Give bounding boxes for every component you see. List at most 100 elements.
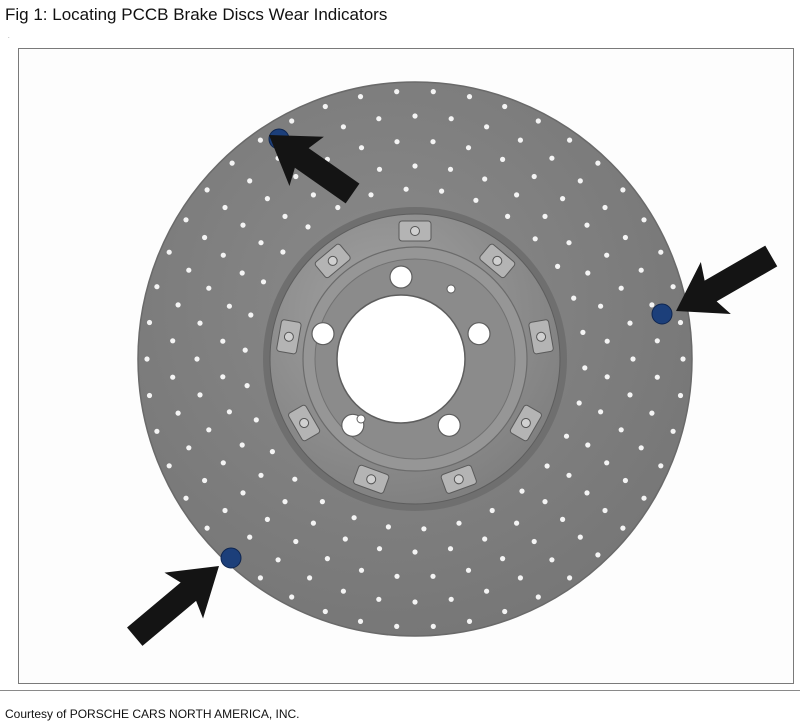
drill-hole (670, 284, 676, 290)
drill-hole (258, 472, 264, 478)
drill-hole (166, 249, 172, 255)
drill-hole (571, 295, 577, 301)
drill-hole (604, 338, 610, 344)
drill-hole (484, 588, 490, 594)
drill-hole (166, 463, 172, 469)
drill-hole (502, 103, 508, 110)
drill-hole (482, 536, 488, 542)
drill-hole (585, 442, 591, 448)
drill-hole (595, 160, 601, 166)
drill-hole (517, 575, 523, 581)
drill-hole (197, 392, 203, 398)
hub-clip (314, 243, 351, 279)
drill-hole (680, 356, 686, 362)
drill-hole (146, 392, 153, 399)
wear-indicator-right (651, 303, 673, 325)
drill-hole (247, 534, 253, 540)
drill-hole (197, 320, 203, 326)
drill-hole (202, 234, 208, 241)
hub-clips (276, 220, 554, 494)
drill-hole (412, 163, 418, 169)
drill-hole (269, 449, 275, 455)
drill-hole (448, 116, 454, 122)
drill-hole (484, 124, 490, 130)
drill-holes (144, 89, 686, 630)
drill-hole (357, 618, 364, 625)
drill-hole (293, 173, 299, 180)
drill-hole (204, 525, 210, 531)
drill-hole (289, 594, 295, 600)
drill-hole (310, 520, 316, 526)
drill-hole (627, 392, 633, 398)
drill-hole (310, 192, 316, 198)
drill-hole (465, 567, 472, 573)
drill-hole (239, 270, 245, 276)
wear-indicator-bottom (220, 547, 242, 569)
stray-mark: . (8, 34, 10, 40)
figure-frame (18, 48, 794, 684)
drill-hole (358, 567, 365, 573)
drill-hole (584, 222, 590, 228)
drill-hole (194, 356, 200, 362)
drill-hole (220, 252, 226, 258)
drill-hole (421, 526, 427, 532)
drill-hole (170, 374, 176, 380)
drill-hole (324, 556, 330, 562)
drill-hole (447, 166, 454, 172)
drill-hole (566, 240, 572, 246)
drill-hole (280, 249, 286, 255)
drill-hole (585, 270, 591, 276)
drill-hole (239, 442, 245, 448)
drill-hole (466, 94, 473, 100)
brake-disc-illustration (127, 81, 778, 646)
hub-clip (398, 220, 432, 242)
drill-hole (535, 594, 541, 600)
drill-hole (260, 279, 267, 285)
drill-hole (376, 116, 382, 122)
drill-hole (580, 329, 586, 335)
drill-hole (342, 536, 348, 542)
drill-hole (604, 460, 610, 466)
figure-title: Fig 1: Locating PCCB Brake Discs Wear In… (5, 5, 388, 24)
drill-hole (670, 428, 676, 434)
drill-hole (598, 303, 604, 309)
drill-hole (430, 89, 436, 95)
lug-holes (311, 265, 491, 437)
drill-hole (170, 338, 176, 344)
drill-hole (658, 249, 664, 255)
drill-hole (482, 176, 488, 182)
drill-hole (542, 213, 548, 219)
arrow-icon (269, 135, 360, 204)
lug-hole (437, 413, 461, 437)
drill-hole (358, 145, 365, 151)
drill-hole (582, 365, 588, 371)
drill-hole (500, 556, 506, 562)
drill-hole (226, 409, 232, 415)
drill-hole (584, 490, 590, 496)
drill-hole (567, 137, 573, 143)
drill-hole (677, 319, 684, 326)
drill-hole (322, 103, 328, 110)
drill-hole (319, 499, 325, 505)
drill-hole (257, 137, 263, 143)
drill-hole (289, 118, 295, 124)
drill-hole (222, 204, 228, 211)
drill-hole (368, 192, 374, 198)
drill-hole (385, 524, 391, 530)
drill-hole (595, 552, 601, 558)
drill-hole (517, 137, 523, 143)
drill-hole (430, 623, 436, 630)
drill-hole (627, 320, 633, 326)
drill-hole (282, 499, 288, 505)
drill-hole (549, 155, 555, 161)
drill-hole (240, 222, 246, 228)
drill-hole (439, 188, 445, 194)
drill-hole (473, 197, 479, 203)
drill-hole (146, 319, 153, 326)
drill-hole (502, 608, 508, 615)
drill-hole (598, 409, 604, 415)
drill-hole (602, 507, 608, 514)
hub-clip (479, 243, 516, 279)
drill-hole (292, 476, 298, 482)
drill-hole (654, 374, 660, 380)
